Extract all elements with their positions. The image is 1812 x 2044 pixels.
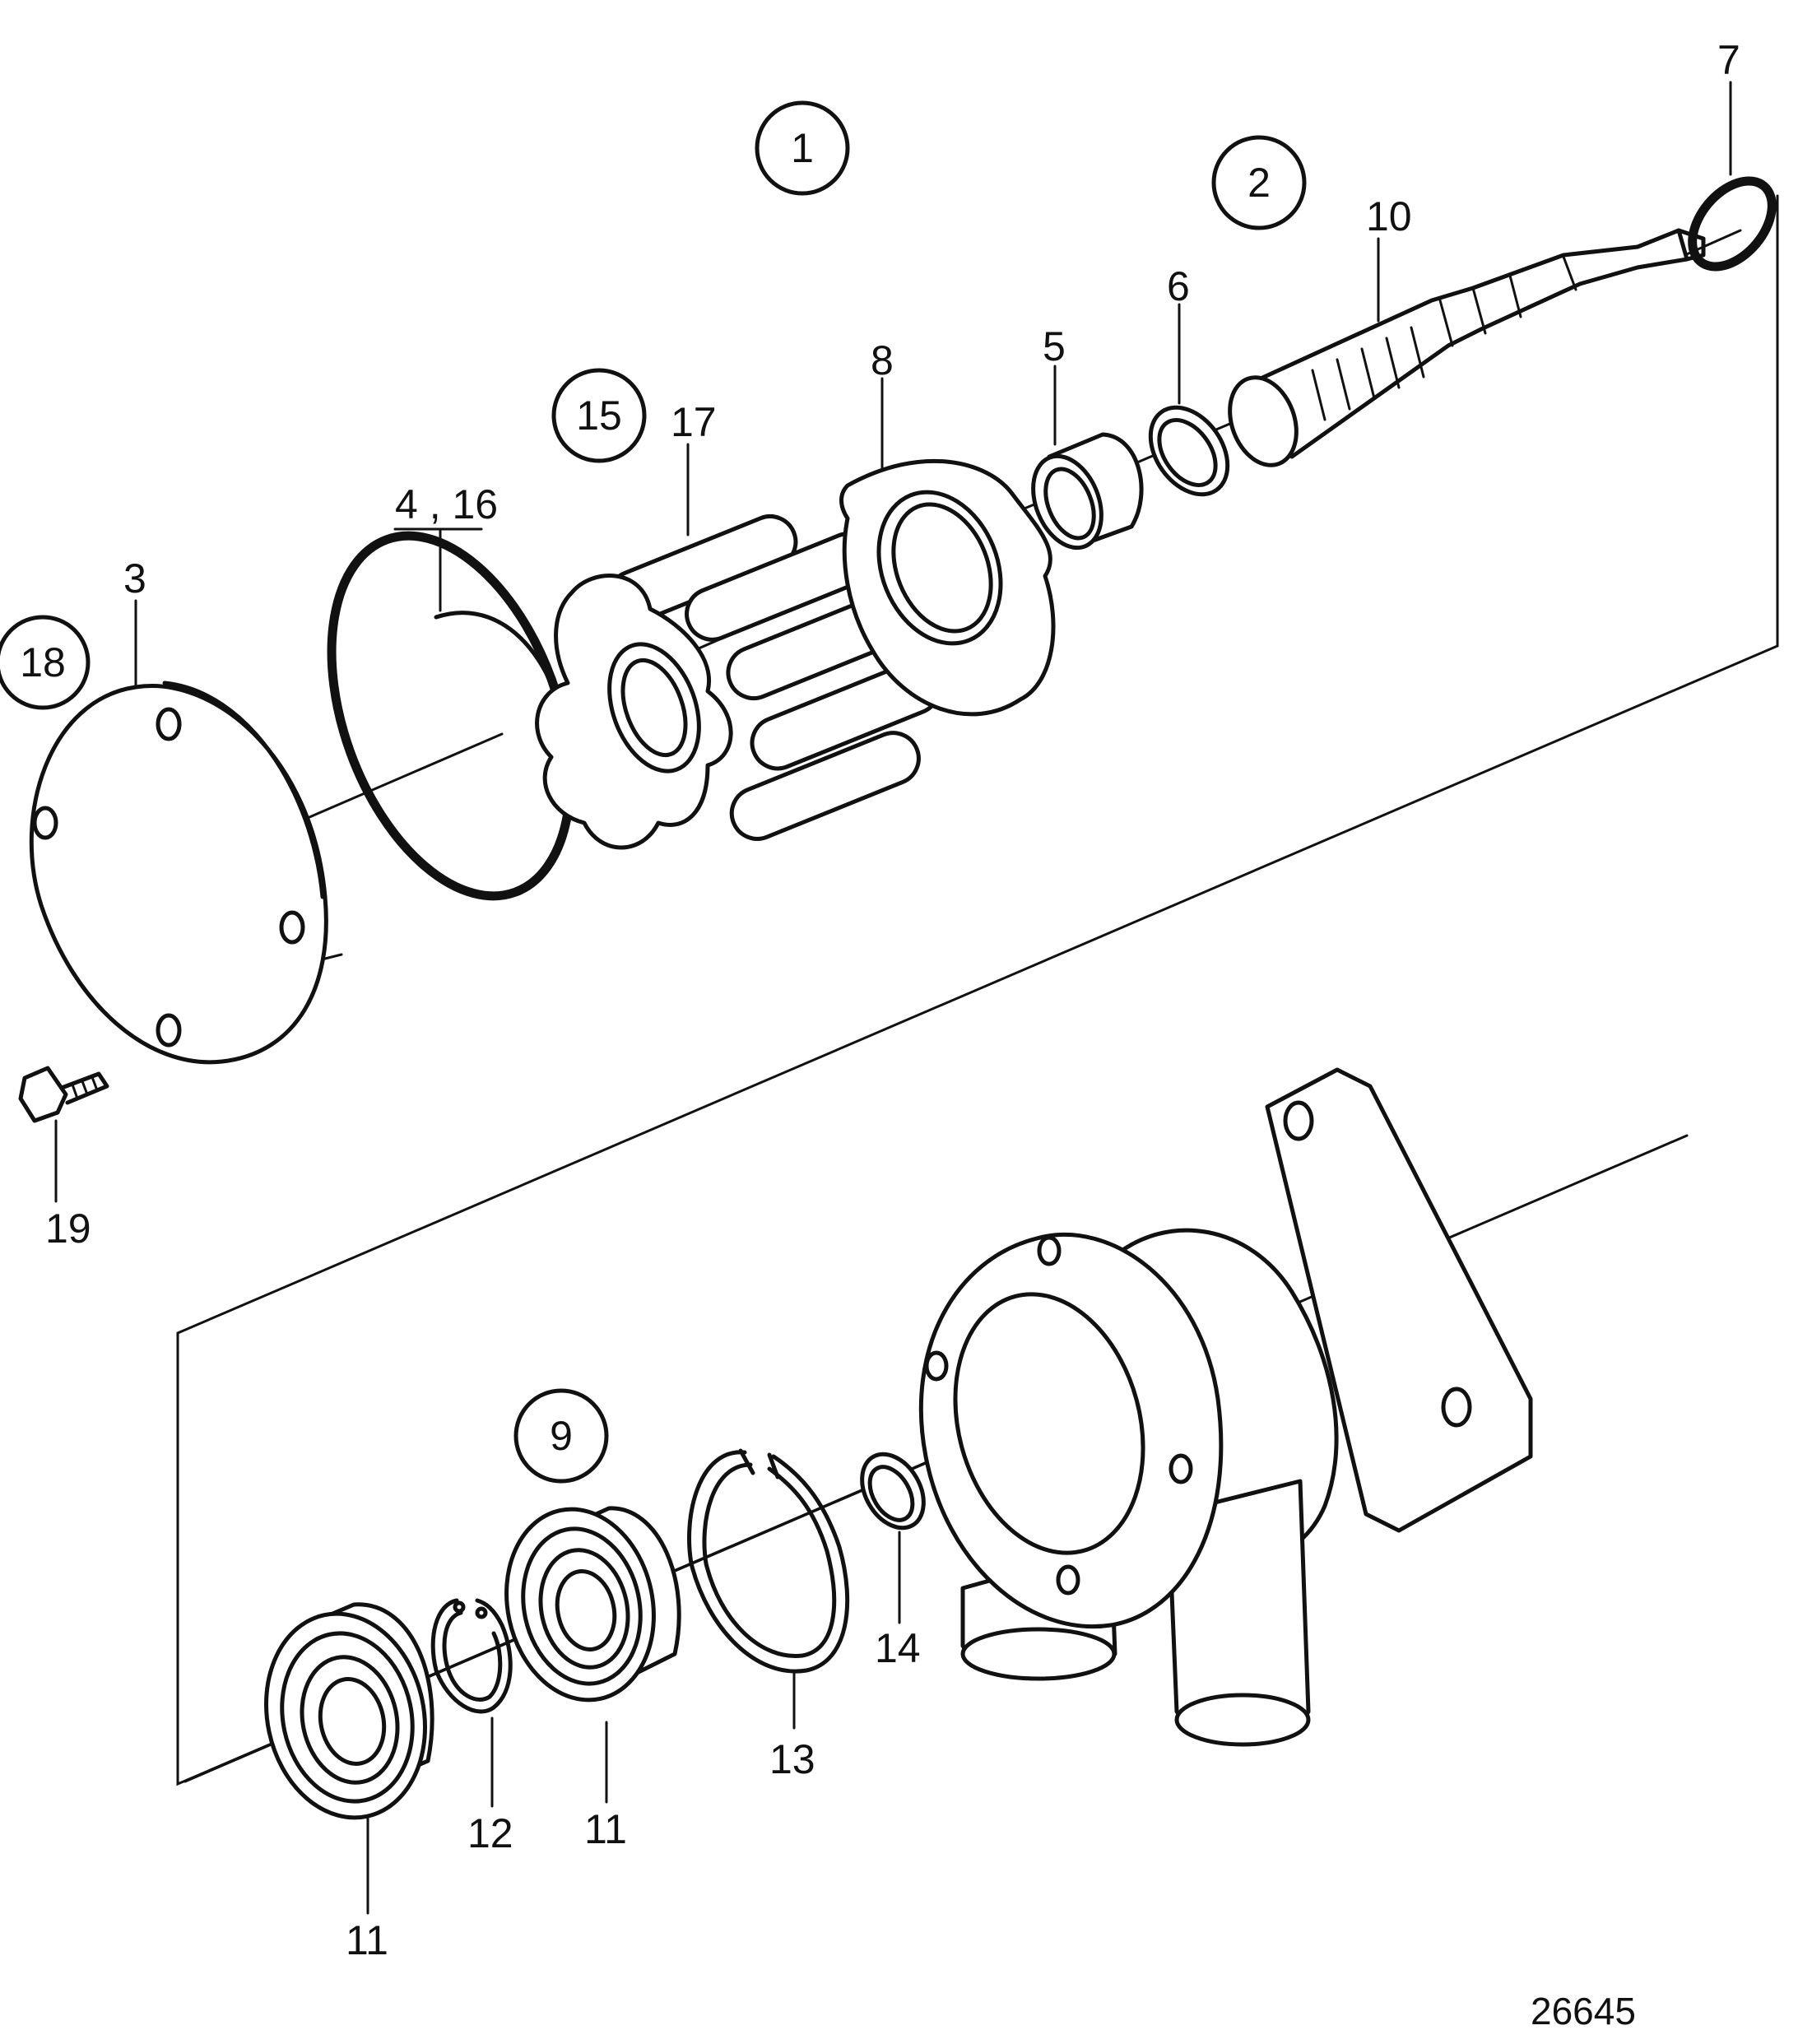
callout-18: 18 (0, 615, 91, 710)
part-label-13: 13 (769, 1736, 815, 1782)
part-label-12: 12 (467, 1810, 513, 1856)
small-circlip-part (430, 1598, 513, 1714)
seal-ring-part (1148, 405, 1230, 497)
callout-1: 1 (755, 100, 850, 196)
callout-9: 9 (513, 1388, 609, 1484)
part-label-17: 17 (671, 399, 717, 445)
leader-lines (54, 81, 1732, 1915)
svg-text:1: 1 (791, 125, 814, 171)
part-label-6: 6 (1167, 263, 1190, 309)
svg-text:2: 2 (1247, 160, 1271, 206)
part-label-7: 7 (1717, 37, 1740, 83)
bearing-lower-part (264, 1602, 434, 1820)
callout-2: 2 (1211, 135, 1307, 230)
cover-plate-part (29, 681, 343, 1065)
large-circlip-part (687, 1448, 850, 1674)
part-label-5: 5 (1043, 323, 1066, 369)
part-label-14: 14 (875, 1625, 921, 1671)
part-label-8: 8 (871, 337, 894, 383)
figure-reference-number: 26645 (1531, 1990, 1636, 2032)
part-label-10: 10 (1366, 193, 1412, 239)
part-label-3: 3 (123, 555, 146, 602)
svg-text:9: 9 (550, 1413, 573, 1459)
svg-text:15: 15 (576, 393, 622, 439)
part-label-11-upper: 11 (584, 1806, 627, 1852)
sleeve-part (1031, 432, 1144, 550)
bearing-upper-part (504, 1506, 681, 1703)
part-label-4-16: 4 , 16 (395, 481, 498, 527)
pump-housing-part (918, 1067, 1533, 1747)
shaft-part (1228, 228, 1706, 467)
small-seal-part (860, 1452, 926, 1531)
screw-part (18, 1066, 109, 1123)
part-label-19: 19 (45, 1205, 91, 1252)
wear-plate-part (839, 458, 1056, 717)
svg-text:18: 18 (20, 639, 66, 685)
small-o-ring-part (1688, 176, 1777, 272)
part-label-11-lower: 11 (346, 1917, 388, 1963)
callout-15: 15 (551, 368, 647, 463)
